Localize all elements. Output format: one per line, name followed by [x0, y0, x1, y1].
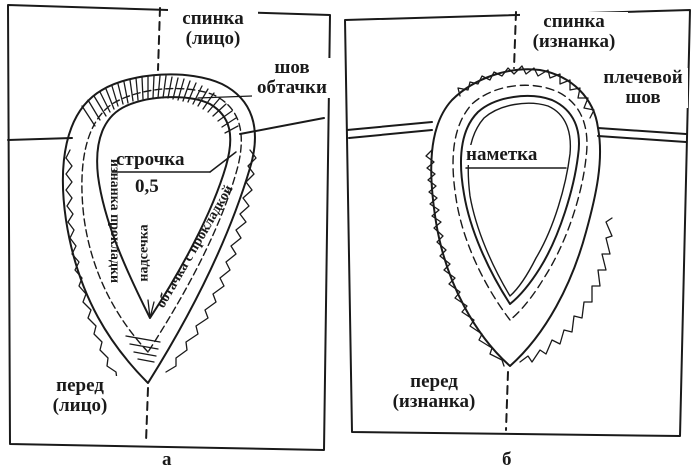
panel-a-front-label-line1: перед [56, 375, 104, 396]
panel-b-shoulder-seam-label-line2: шов [625, 87, 661, 108]
panel-a-back-label-line2: (лицо) [185, 28, 241, 49]
panel-b-back-label-line1: спинка [543, 11, 605, 32]
panel-b-front-label-line2: (изнанка) [392, 391, 476, 412]
panel-b-front-label-line1: перед [410, 371, 458, 392]
panel-a-stitch-pointer [209, 151, 237, 173]
panel-a-letter: а [162, 449, 172, 470]
panel-a-pinked-edge [65, 149, 118, 381]
panel-a-stitch-line [81, 87, 242, 353]
panel-b-shoulder-seam-label-line1: плечевой [603, 67, 683, 88]
panel-a-interfacing-label: изнанка прокладки [107, 158, 123, 284]
panel-b-shoulder-seam [346, 121, 687, 143]
panel-b-stitch-line [467, 102, 572, 297]
panel-b-basting-line [452, 84, 588, 321]
panel-a-seam-label-line2: обтачки [257, 77, 327, 98]
panel-a-shoulder-seam [7, 117, 325, 141]
panel-a-stitch-value: 0,5 [135, 176, 159, 197]
panel-a-front-label: перед (лицо) [38, 376, 122, 416]
panel-a-facing-inner [96, 96, 232, 319]
panel-b-back-label: спинка (изнанка) [520, 12, 628, 52]
panel-a-seam-leader [197, 95, 253, 99]
panel-a-front-center-line [145, 387, 149, 443]
panel-b-letter: б [502, 449, 512, 470]
panel-a-stitch-label: строчка [114, 149, 187, 170]
panel-a-drawing [7, 4, 331, 451]
panel-b-drawing [344, 9, 691, 437]
panel-a-notch [147, 299, 155, 319]
panel-b-armhole-outer [430, 68, 602, 367]
panel-b-facing-inner [459, 95, 580, 305]
panel-a-back-center-line [157, 7, 161, 71]
panel-a-seam-label-line1: шов [274, 57, 310, 78]
panel-a-front-label-line2: (лицо) [52, 395, 108, 416]
panel-b-back-label-line2: (изнанка) [532, 31, 616, 52]
panel-a-seam-label: шов обтачки [252, 58, 332, 98]
panel-a-back-label: спинка (лицо) [168, 9, 258, 49]
panel-b-basting-label: наметка [464, 144, 540, 165]
panel-b-shoulder-seam-label: плечевой шов [598, 68, 688, 108]
panel-b-pinked-edge [425, 149, 505, 367]
panel-b-front-label: перед (изнанка) [378, 372, 490, 412]
panel-a-back-label-line1: спинка [182, 8, 244, 29]
panel-b-back-center-line [513, 11, 517, 69]
panel-b-front-center-line [505, 371, 509, 431]
panel-a-notch-label: надсечка [136, 224, 152, 282]
